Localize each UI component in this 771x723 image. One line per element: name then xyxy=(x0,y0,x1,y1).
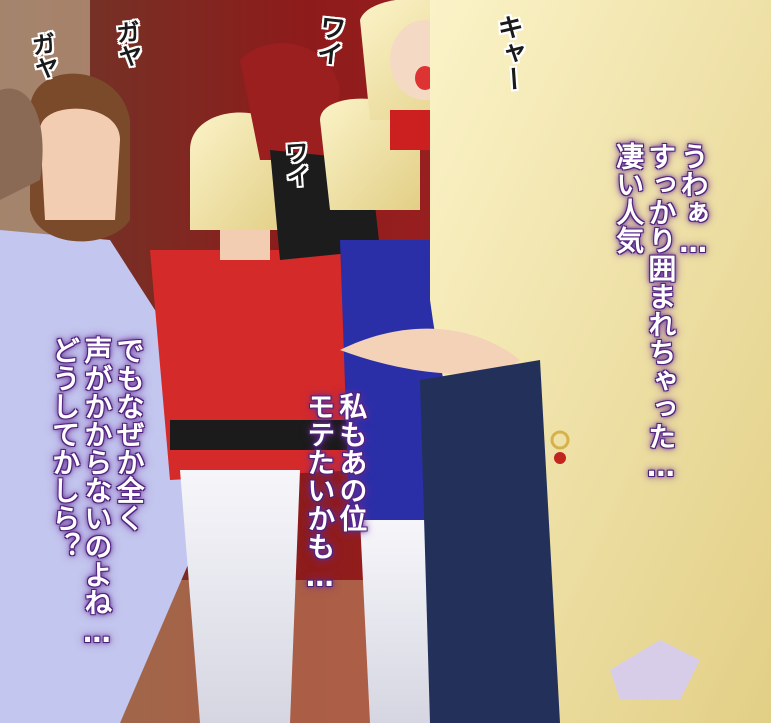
dialogue-left-line-2: 声がかからないのよね… xyxy=(80,336,114,649)
person-left-purple-shirt xyxy=(0,73,200,723)
sfx-gaya-right: ガヤ xyxy=(110,18,144,70)
dialogue-left: でもなぜか全く 声がかからないのよね… どうしてかしら？ xyxy=(48,336,145,716)
dialogue-middle-line-2: モテたいかも… xyxy=(303,392,337,593)
sfx-gaya-left: ガヤ xyxy=(25,30,61,82)
dialogue-right-line-3: 凄い人気 xyxy=(612,142,646,254)
person-elf-foreground xyxy=(340,0,771,723)
dialogue-right-line-2: すっかり囲まれちゃった… xyxy=(644,142,678,483)
sfx-wai-lower: ワイ xyxy=(279,139,311,189)
dialogue-middle: 私もあの位 モテたいかも… xyxy=(303,392,369,652)
sfx-kya: キャー xyxy=(492,13,528,93)
dialogue-left-line-3: どうしてかしら？ xyxy=(48,336,82,560)
person-far-left xyxy=(0,88,43,200)
dialogue-right-line-1: うわぁ… xyxy=(676,142,710,259)
dialogue-right: うわぁ… すっかり囲まれちゃった… 凄い人気 xyxy=(612,142,709,562)
dialogue-middle-line-1: 私もあの位 xyxy=(335,392,369,532)
sfx-wai-top: ワイ xyxy=(311,12,347,68)
dialogue-left-line-1: でもなぜか全く xyxy=(112,336,146,532)
